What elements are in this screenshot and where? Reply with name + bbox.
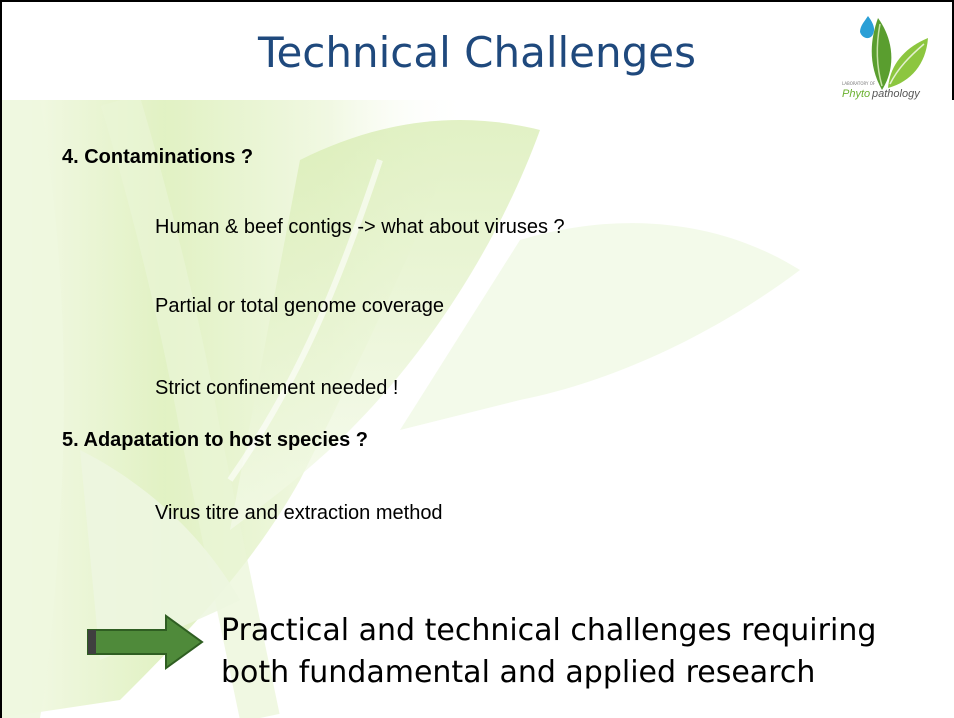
slide-frame-left (0, 0, 2, 718)
slide-frame-top (0, 0, 954, 2)
logo-name-pathology: pathology (871, 88, 921, 100)
contaminations-item: Strict confinement needed ! (155, 377, 399, 399)
host-adaptation-item: Virus titre and extraction method (155, 502, 443, 524)
conclusion-line-1: Practical and technical challenges requi… (221, 613, 877, 648)
section-heading-contaminations: 4. Contaminations ? (62, 146, 254, 168)
logo-lab-text: LABORATORY OF (842, 81, 876, 86)
conclusion-line-2: both fundamental and applied research (221, 655, 816, 690)
logo-name-phyto: Phyto (842, 88, 870, 100)
leaf-background-graphic (0, 100, 800, 718)
phytopathology-logo: LABORATORY OF Phyto pathology (842, 16, 928, 100)
slide-frame-right (952, 0, 954, 100)
section-heading-host-adaptation: 5. Adapatation to host species ? (62, 429, 368, 451)
contaminations-item: Human & beef contigs -> what about virus… (155, 216, 565, 238)
slide-title: Technical Challenges (257, 28, 697, 77)
right-arrow-icon (87, 614, 204, 670)
contaminations-item: Partial or total genome coverage (155, 295, 445, 317)
conclusion-text: Practical and technical challenges requi… (221, 610, 876, 694)
